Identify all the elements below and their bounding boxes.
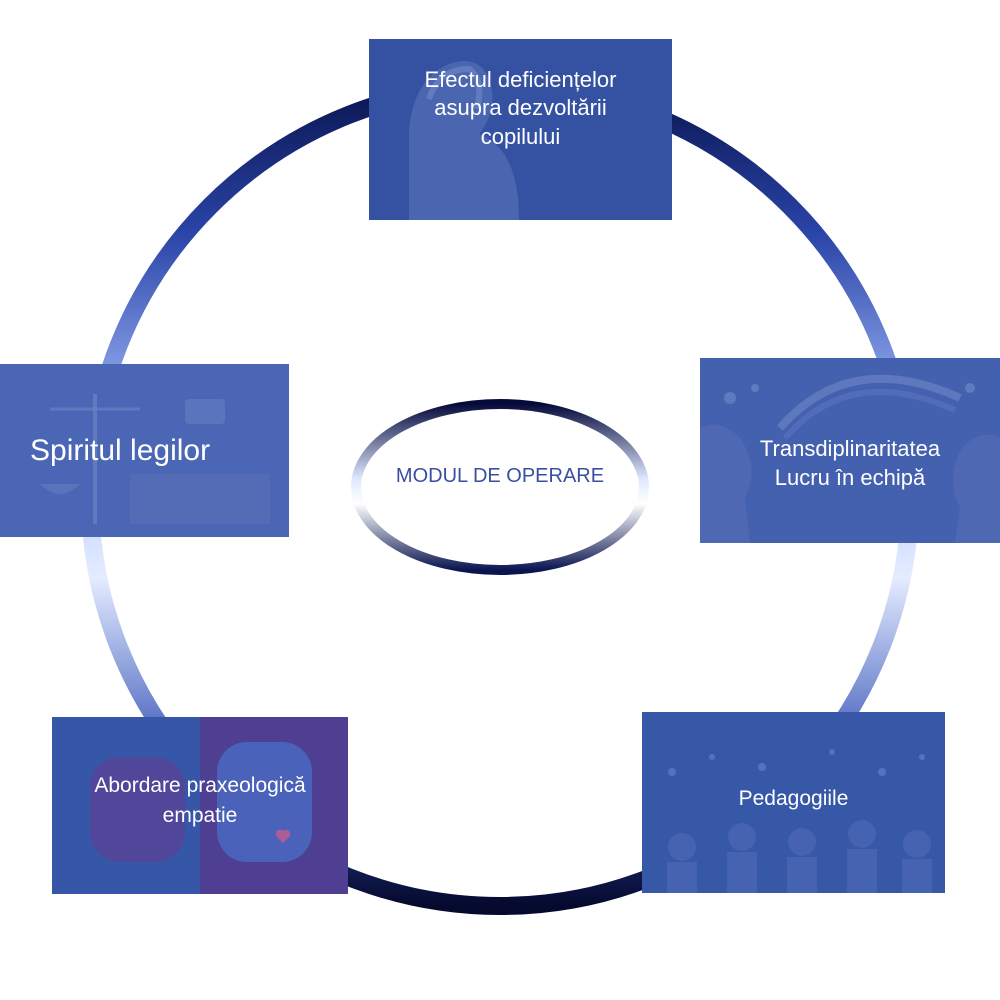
node-spirit-of-laws: Spiritul legilor <box>0 364 289 537</box>
node-bottom-left-line-1: Abordare praxeologică <box>94 774 306 798</box>
node-right-line-2: Lucru în echipă <box>774 464 926 490</box>
node-right-line-1: Transdiplinaritatea <box>759 435 941 461</box>
node-top-line-3: copilului <box>480 123 561 149</box>
thinker-statue-art <box>409 61 519 220</box>
node-praxeological-approach: Abordare praxeologică empatie <box>52 717 348 894</box>
center-label: MODUL DE OPERARE <box>395 465 605 487</box>
node-pedagogies: Pedagogiile <box>642 712 945 893</box>
node-left-label: Spiritul legilor <box>0 364 289 537</box>
node-top-label: Efectul deficiențelor asupra dezvoltării… <box>369 39 672 220</box>
node-bottom-right-label: Pedagogiile <box>642 712 945 893</box>
node-bottom-left-label: Abordare praxeologică empatie <box>52 717 348 894</box>
node-right-label: Transdiplinaritatea Lucru în echipă <box>700 358 1000 543</box>
node-left-line-1: Spiritul legilor <box>30 433 211 467</box>
two-characters-art <box>52 717 348 894</box>
node-top-line-2: asupra dezvoltării <box>434 95 607 121</box>
people-network-art <box>667 749 932 893</box>
heads-rainbow-art <box>700 374 1000 543</box>
node-bottom-left-line-2: empatie <box>162 803 238 827</box>
scales-gavel-art <box>40 394 270 524</box>
node-transdisciplinarity: Transdiplinaritatea Lucru în echipă <box>700 358 1000 543</box>
node-effect-of-deficiencies: Efectul deficiențelor asupra dezvoltării… <box>369 39 672 220</box>
node-bottom-right-line-1: Pedagogiile <box>738 786 849 810</box>
center-ellipse <box>351 399 649 575</box>
node-top-line-1: Efectul deficiențelor <box>424 66 617 92</box>
